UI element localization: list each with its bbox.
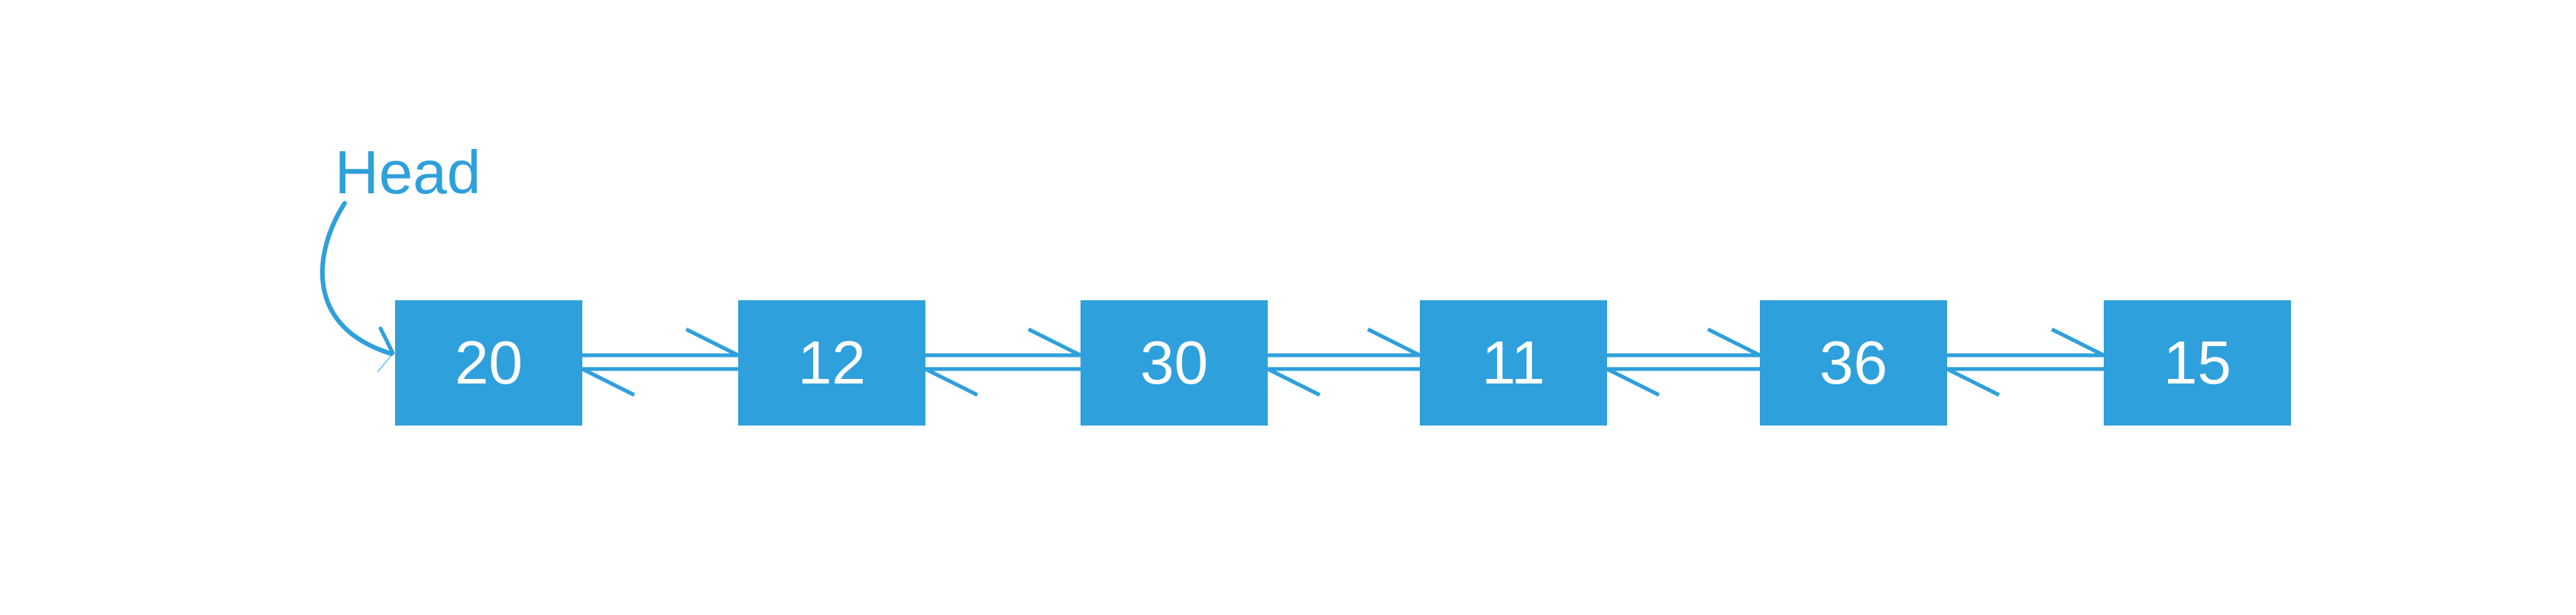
link-arrows-2 xyxy=(1266,327,1421,397)
prev-pointer-arrowhead-icon xyxy=(1946,367,2001,397)
link-arrows-0 xyxy=(581,327,740,397)
list-node-5: 15 xyxy=(2104,300,2291,426)
list-node-4: 36 xyxy=(1760,300,1947,426)
node-value: 36 xyxy=(1819,329,1887,397)
next-pointer-arrowhead-icon xyxy=(1027,327,1082,358)
prev-pointer-arrowhead-icon xyxy=(581,367,636,397)
node-value: 30 xyxy=(1140,329,1208,397)
node-value: 20 xyxy=(455,329,523,397)
node-value: 15 xyxy=(2163,329,2231,397)
head-label: Head xyxy=(335,138,481,206)
list-node-0: 20 xyxy=(395,300,582,426)
link-arrows-1 xyxy=(924,327,1082,397)
prev-pointer-arrowhead-icon xyxy=(924,367,979,397)
next-pointer-arrowhead-icon xyxy=(2050,327,2105,358)
next-pointer-arrowhead-icon xyxy=(1366,327,1421,358)
node-value: 12 xyxy=(798,329,866,397)
next-pointer-arrowhead-icon xyxy=(1706,327,1761,358)
list-node-1: 12 xyxy=(738,300,925,426)
list-node-3: 11 xyxy=(1420,300,1607,426)
next-pointer-arrowhead-icon xyxy=(685,327,740,358)
link-arrows-4 xyxy=(1946,327,2105,397)
prev-pointer-arrowhead-icon xyxy=(1266,367,1321,397)
head-arrowhead-icon xyxy=(378,326,395,355)
link-arrows-3 xyxy=(1606,327,1761,397)
node-value: 11 xyxy=(1481,329,1546,397)
list-node-2: 30 xyxy=(1081,300,1268,426)
head-pointer-arrow xyxy=(320,201,395,373)
prev-pointer-arrowhead-icon xyxy=(1606,367,1661,397)
head-arrow-curve xyxy=(320,201,394,356)
head-arrowhead-thin-icon xyxy=(377,353,394,373)
